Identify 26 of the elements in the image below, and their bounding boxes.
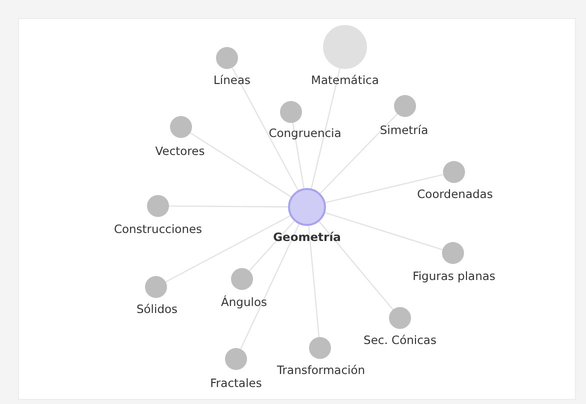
connector-line [318, 221, 394, 310]
node-label: Geometría [273, 230, 341, 244]
node-label: Figuras planas [412, 269, 496, 283]
node-label: Fractales [210, 376, 262, 390]
node-label: Coordenadas [417, 187, 493, 201]
node-label: Construcciones [114, 222, 202, 236]
connector-line [292, 122, 304, 188]
connector-line [248, 220, 295, 272]
connector-line [320, 113, 398, 194]
node-label: Matemática [311, 73, 379, 87]
node-label: Transformación [276, 363, 366, 377]
node-label: Vectores [155, 144, 205, 158]
connector-line [324, 212, 443, 250]
node-label: Sec. Cónicas [364, 333, 436, 347]
node-label: Congruencia [268, 126, 342, 140]
connector-line [232, 67, 299, 191]
connector-line [308, 226, 320, 338]
connector-line [190, 132, 292, 198]
node-label: Sólidos [136, 302, 178, 316]
node-label: Simetría [380, 123, 428, 137]
node-label: Ángulos [221, 295, 267, 309]
connector-line [325, 174, 444, 204]
node-label: Líneas [214, 73, 250, 87]
connector-line [240, 224, 300, 350]
connector-line [310, 68, 340, 189]
connector-line [165, 215, 290, 282]
